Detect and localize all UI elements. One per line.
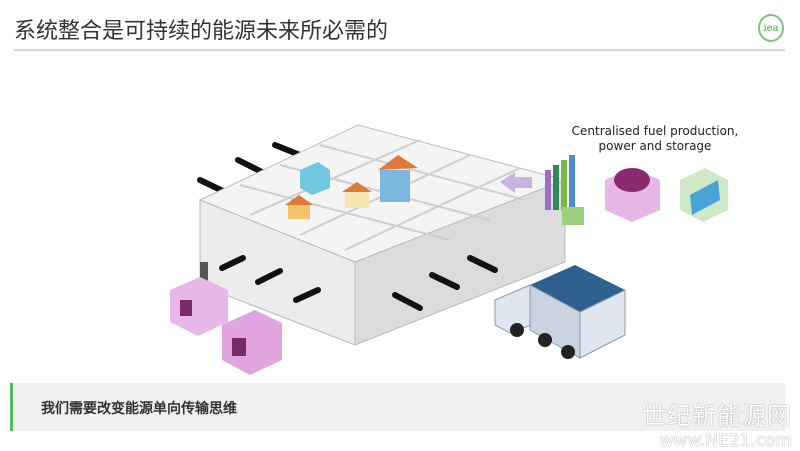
slide-title: 系统整合是可持续的能源未来所必需的 [14,19,389,44]
power-plant [545,155,584,225]
watermark: 世纪新能源网 www.NE21.com [642,396,792,451]
key-message-text: 我们需要改变能源单向传输思维 [41,401,237,417]
pipes-front [219,255,498,311]
central-production-caption: Centralised fuel production, power and s… [560,124,750,154]
watermark-url: www.NE21.com [659,431,792,451]
factories [170,262,282,375]
arrow-icon [500,172,532,193]
storage-tanks [605,168,660,222]
key-message-banner: 我们需要改变能源单向传输思维 [10,383,785,431]
title-divider [14,49,785,51]
caption-line-2: power and storage [598,139,712,153]
truck [494,265,626,359]
houses [285,155,418,219]
caption-line-1: Centralised fuel production, [571,124,739,138]
watermark-name: 世纪新能源网 [642,402,792,430]
iea-logo: iea [758,14,784,42]
hydro-dam [680,168,728,222]
energy-system-illustration [170,124,728,375]
